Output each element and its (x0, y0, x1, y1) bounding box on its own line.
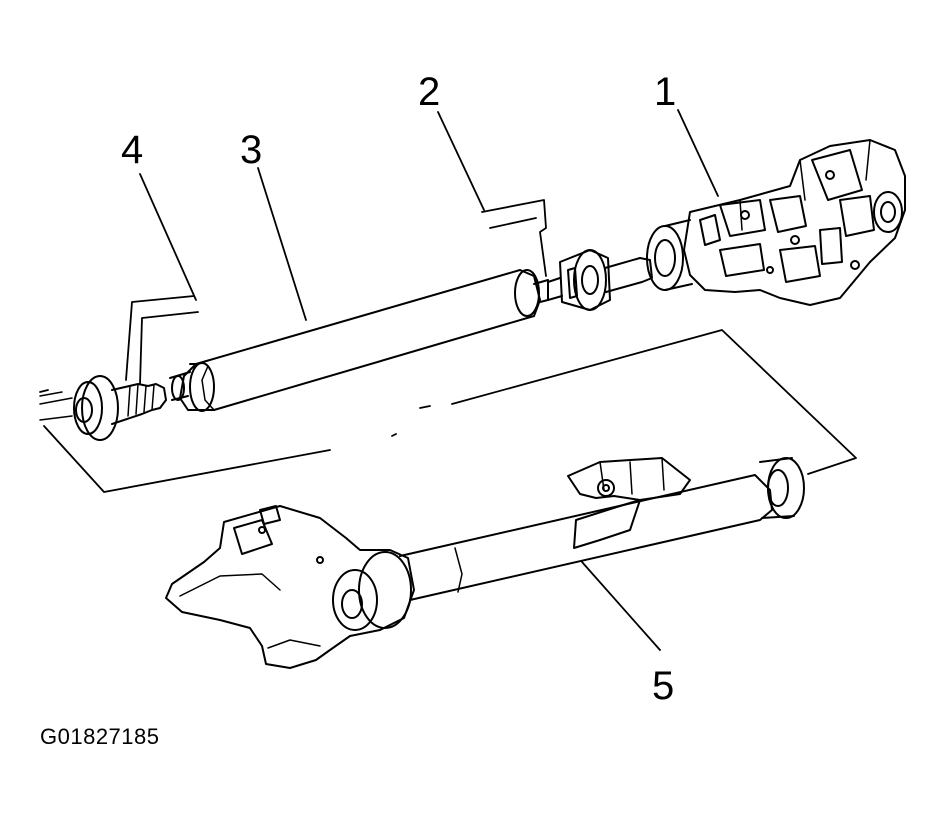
frame-lines (40, 330, 856, 492)
callout-4: 4 (121, 128, 144, 172)
callout-3: 3 (240, 128, 263, 172)
transfer-case (647, 140, 905, 305)
callout-5: 5 (652, 664, 675, 708)
cv-joint-boot (40, 376, 166, 440)
leader-lines (126, 110, 718, 650)
front-axle (166, 458, 804, 668)
callout-2: 2 (418, 70, 441, 114)
callout-1: 1 (654, 70, 677, 114)
propeller-shaft (170, 270, 548, 411)
universal-joint (548, 250, 652, 310)
figure-id: G01827185 (40, 724, 160, 749)
